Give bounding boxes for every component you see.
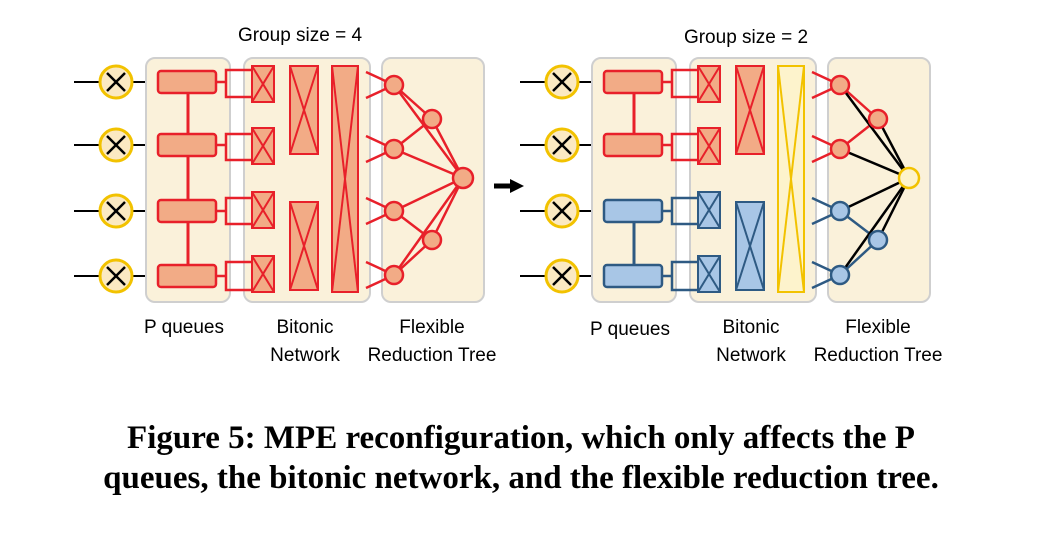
- bitonic-label-line1: Bitonic: [276, 317, 333, 338]
- tree-node: [451, 166, 475, 190]
- p-queues-label: P queues: [144, 317, 224, 338]
- tree-node: [829, 200, 851, 222]
- compare-swap-box-icon: [777, 65, 805, 293]
- bitonic-stage-2: [735, 65, 765, 291]
- panel-title: Group size = 2: [684, 27, 808, 48]
- tree-label-line2: Reduction Tree: [814, 345, 943, 366]
- caption-line-2: queues, the bitonic network, and the fle…: [103, 460, 939, 496]
- tree-label-line2: Reduction Tree: [368, 345, 497, 366]
- reduction-tree-block: [827, 57, 931, 303]
- compare-swap-box-icon: [289, 201, 319, 291]
- multiply-circle-icon: [544, 127, 580, 163]
- queue-box: [156, 198, 218, 224]
- compare-swap-box-icon: [251, 65, 275, 103]
- bitonic-label-line2: Network: [270, 345, 340, 366]
- queue-box: [156, 132, 218, 158]
- compare-swap-box-icon: [697, 191, 721, 229]
- tree-node: [383, 74, 405, 96]
- multiply-circle-icon: [98, 64, 134, 100]
- queue-box: [156, 69, 218, 95]
- p-queues-block: [591, 57, 677, 303]
- compare-swap-box-icon: [251, 255, 275, 293]
- multiply-circle-icon: [98, 127, 134, 163]
- tree-node: [867, 229, 889, 251]
- tree-label-line1: Flexible: [845, 317, 910, 338]
- input-multipliers: [74, 64, 158, 294]
- tree-node: [383, 138, 405, 160]
- tree-node: [897, 166, 921, 190]
- queue-box: [156, 263, 218, 289]
- bitonic-label-line1: Bitonic: [722, 317, 779, 338]
- compare-swap-box-icon: [331, 65, 359, 293]
- multiply-circle-icon: [98, 193, 134, 229]
- multiply-circle-icon: [544, 193, 580, 229]
- panel-group-size-2: Group size = 2: [520, 27, 942, 366]
- bitonic-stage-3: [331, 65, 359, 293]
- tree-node: [829, 138, 851, 160]
- right-arrow-icon: [494, 179, 524, 193]
- compare-swap-box-icon: [697, 127, 721, 165]
- queue-connectors: [216, 68, 252, 292]
- compare-swap-box-icon: [735, 65, 765, 155]
- queue-connectors: [662, 68, 698, 292]
- tree-label-line1: Flexible: [399, 317, 464, 338]
- reduction-tree: [811, 70, 921, 290]
- p-queues: [156, 69, 218, 289]
- panel-title: Group size = 4: [238, 25, 363, 46]
- queue-box: [602, 132, 664, 158]
- reduction-tree-block: [381, 57, 485, 303]
- compare-swap-box-icon: [289, 65, 319, 155]
- multiply-circle-icon: [544, 64, 580, 100]
- bitonic-stage-2: [289, 65, 319, 291]
- p-queues-label: P queues: [590, 319, 670, 340]
- caption-line-1: Figure 5: MPE reconfiguration, which onl…: [127, 420, 915, 456]
- compare-swap-box-icon: [697, 255, 721, 293]
- tree-node: [421, 108, 443, 130]
- figure-caption: Figure 5: MPE reconfiguration, which onl…: [0, 418, 1042, 498]
- tree-node: [829, 264, 851, 286]
- compare-swap-box-icon: [251, 191, 275, 229]
- bitonic-stage-3-bypassed: [777, 65, 805, 293]
- tree-node: [829, 74, 851, 96]
- queue-box: [602, 69, 664, 95]
- compare-swap-box-icon: [697, 65, 721, 103]
- reduction-tree: [365, 70, 475, 290]
- tree-node: [867, 108, 889, 130]
- bitonic-stage-1: [697, 65, 721, 293]
- bitonic-stage-1: [251, 65, 275, 293]
- input-multipliers: [520, 64, 604, 294]
- mpe-reconfiguration-diagram: Group size = 4: [74, 25, 942, 366]
- tree-node: [421, 229, 443, 251]
- tree-node: [383, 264, 405, 286]
- bitonic-label-line2: Network: [716, 345, 786, 366]
- compare-swap-box-icon: [735, 201, 765, 291]
- multiply-circle-icon: [98, 258, 134, 294]
- compare-swap-box-icon: [251, 127, 275, 165]
- queue-box: [602, 198, 664, 224]
- tree-node: [383, 200, 405, 222]
- multiply-circle-icon: [544, 258, 580, 294]
- panel-group-size-4: Group size = 4: [74, 25, 496, 366]
- queue-box: [602, 263, 664, 289]
